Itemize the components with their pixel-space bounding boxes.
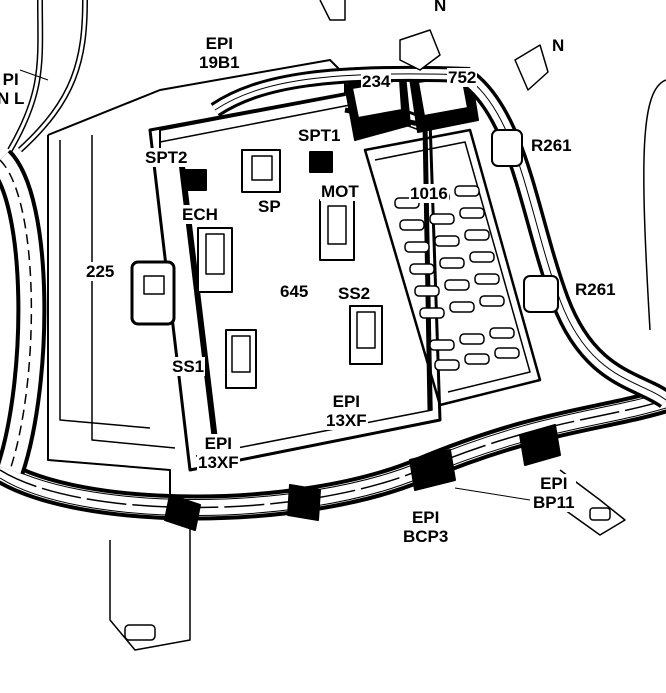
- label-epi-19b1: EPI 19B1: [198, 34, 241, 72]
- label-epi-bp11-line1: EPI: [540, 474, 568, 493]
- connector-ech: [197, 227, 233, 293]
- r261-sleeve-top: [491, 129, 523, 167]
- label-epi-19b1-line1: EPI: [205, 34, 234, 53]
- label-epi-cut-line1: PI: [2, 70, 19, 89]
- label-epi-19b1-line2: 19B1: [199, 53, 240, 72]
- label-spt2: SPT2: [144, 148, 189, 167]
- label-epi-cut: PI N L: [0, 70, 25, 108]
- label-752: 752: [447, 68, 478, 87]
- plate-outline: [47, 135, 171, 500]
- label-epi-13xf-left: EPI 13XF: [197, 434, 240, 472]
- main-box: [148, 90, 442, 472]
- label-epi-13xf-right-line2: 13XF: [326, 411, 367, 430]
- wire-tag-n: [399, 29, 441, 71]
- harness-clip: [409, 449, 456, 491]
- harness-clip: [519, 424, 561, 466]
- label-n-top: N: [434, 0, 447, 15]
- connector-ss2: [349, 305, 383, 365]
- label-epi-13xf-left-line1: EPI: [204, 434, 233, 453]
- label-epi-cut-line2: N L: [0, 89, 25, 108]
- label-1016: 1016: [409, 184, 449, 203]
- label-sp: SP: [257, 197, 282, 216]
- bracket-foot: [559, 469, 626, 536]
- connector-spt1: [309, 151, 333, 173]
- label-225: 225: [85, 262, 116, 281]
- fuse-grid: [394, 185, 520, 371]
- r261-sleeve-bottom: [523, 275, 559, 313]
- label-epi-bp11: EPI BP11: [532, 474, 576, 512]
- label-epi-13xf-right-line1: EPI: [332, 392, 361, 411]
- label-ss2: SS2: [337, 284, 372, 303]
- label-epi-13xf-right: EPI 13XF: [325, 392, 368, 430]
- relay-225: [130, 260, 176, 326]
- connector-mot: [319, 199, 355, 261]
- label-epi-bcp3-line1: EPI: [411, 508, 440, 527]
- label-mot: MOT: [320, 182, 360, 201]
- label-spt1: SPT1: [297, 126, 342, 145]
- bracket-foot: [109, 520, 191, 651]
- fuse-box: [363, 128, 542, 407]
- harness-clip: [287, 484, 321, 521]
- label-epi-13xf-left-line2: 13XF: [198, 453, 239, 472]
- label-ech: ECH: [181, 205, 219, 224]
- label-r261-top: R261: [530, 136, 573, 155]
- label-n-right: N: [552, 36, 565, 55]
- label-epi-bcp3-line2: BCP3: [403, 527, 449, 546]
- wire-tag-n: [514, 44, 549, 91]
- harness-clip: [164, 494, 201, 531]
- label-epi-bcp3: EPI BCP3: [402, 508, 450, 546]
- connector-ss1: [225, 329, 257, 389]
- connector-spt2: [183, 169, 207, 191]
- label-645: 645: [279, 282, 310, 301]
- label-epi-bp11-line2: BP11: [533, 493, 575, 512]
- label-r261-bottom: R261: [574, 280, 617, 299]
- connector-sp: [241, 149, 281, 193]
- label-234: 234: [361, 72, 392, 91]
- label-ss1: SS1: [171, 357, 206, 376]
